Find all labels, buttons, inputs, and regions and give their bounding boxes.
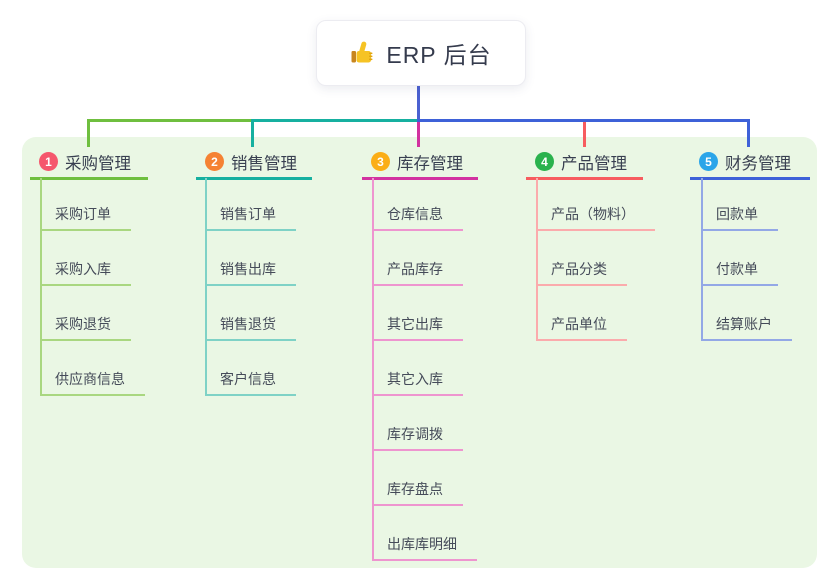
children-connector-line [205, 178, 207, 396]
connector-drop-purchase [87, 119, 90, 147]
child-node[interactable]: 仓库信息 [372, 178, 463, 231]
children-list: 产品（物料） 产品分类 产品单位 [536, 178, 655, 341]
child-node[interactable]: 其它出库 [372, 286, 463, 341]
root-node[interactable]: ERP 后台 [316, 20, 526, 86]
child-node[interactable]: 产品分类 [536, 231, 627, 286]
connector-bus-finance [417, 119, 750, 122]
connector-bus-purchase [87, 119, 253, 122]
branch-node-purchase[interactable]: 1 采购管理 [30, 146, 148, 180]
branch-number-badge: 3 [371, 152, 390, 171]
branch-number-badge: 2 [205, 152, 224, 171]
child-node[interactable]: 销售退货 [205, 286, 296, 341]
branches-panel [22, 137, 817, 568]
branch-node-finance[interactable]: 5 财务管理 [690, 146, 810, 180]
child-node[interactable]: 出库库明细 [372, 506, 477, 561]
root-connector-line [417, 84, 420, 120]
children-connector-line [536, 178, 538, 341]
child-node[interactable]: 库存调拨 [372, 396, 463, 451]
child-node[interactable]: 结算账户 [701, 286, 792, 341]
children-connector-line [40, 178, 42, 396]
child-node[interactable]: 回款单 [701, 178, 778, 231]
child-node[interactable]: 采购退货 [40, 286, 131, 341]
root-node-title: ERP 后台 [386, 42, 492, 68]
connector-bus-sales [251, 119, 418, 122]
branch-node-inventory[interactable]: 3 库存管理 [362, 146, 478, 180]
branch-node-product[interactable]: 4 产品管理 [526, 146, 643, 180]
branch-number-badge: 4 [535, 152, 554, 171]
thumbs-up-icon [351, 41, 373, 63]
branch-label: 财务管理 [725, 154, 791, 173]
branch-number-badge: 1 [39, 152, 58, 171]
children-list: 回款单 付款单 结算账户 [701, 178, 792, 341]
branch-node-sales[interactable]: 2 销售管理 [196, 146, 312, 180]
connector-drop-inventory [417, 122, 420, 147]
children-list: 仓库信息 产品库存 其它出库 其它入库 库存调拨 库存盘点 出库库明细 [372, 178, 477, 561]
child-node[interactable]: 销售出库 [205, 231, 296, 286]
connector-drop-sales [251, 119, 254, 147]
connector-drop-product [583, 122, 586, 147]
connector-drop-finance [747, 119, 750, 147]
child-node[interactable]: 产品库存 [372, 231, 463, 286]
children-connector-line [701, 178, 703, 341]
child-node[interactable]: 供应商信息 [40, 341, 145, 396]
children-list: 销售订单 销售出库 销售退货 客户信息 [205, 178, 296, 396]
branch-number-badge: 5 [699, 152, 718, 171]
child-node[interactable]: 付款单 [701, 231, 778, 286]
branch-label: 销售管理 [231, 154, 297, 173]
child-node[interactable]: 产品（物料） [536, 178, 655, 231]
child-node[interactable]: 其它入库 [372, 341, 463, 396]
child-node[interactable]: 客户信息 [205, 341, 296, 396]
children-connector-line [372, 178, 374, 561]
children-list: 采购订单 采购入库 采购退货 供应商信息 [40, 178, 145, 396]
branch-label: 采购管理 [65, 154, 131, 173]
child-node[interactable]: 库存盘点 [372, 451, 463, 506]
child-node[interactable]: 产品单位 [536, 286, 627, 341]
child-node[interactable]: 销售订单 [205, 178, 296, 231]
branch-label: 产品管理 [561, 154, 627, 173]
branch-label: 库存管理 [397, 154, 463, 173]
child-node[interactable]: 采购订单 [40, 178, 131, 231]
child-node[interactable]: 采购入库 [40, 231, 131, 286]
